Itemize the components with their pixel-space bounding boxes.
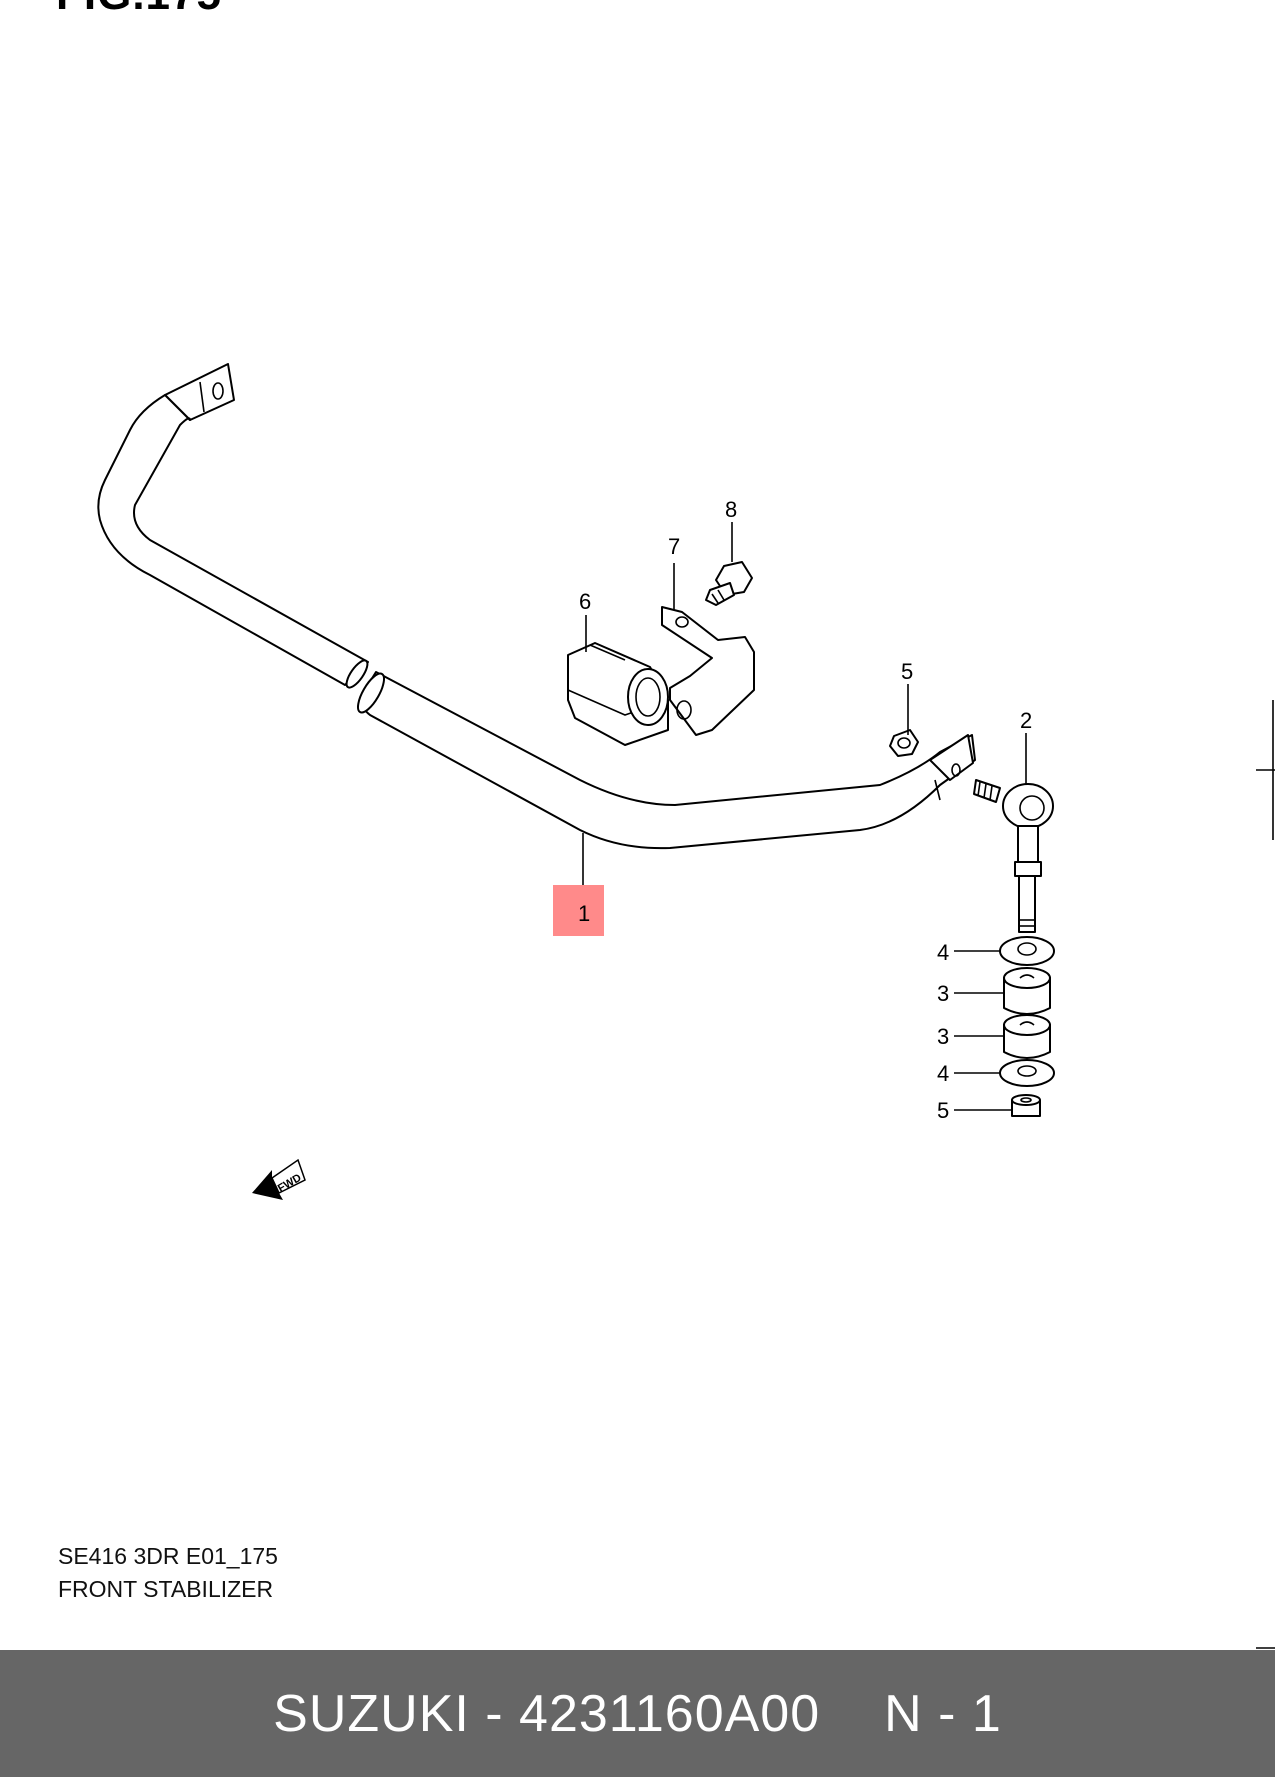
- stabilizer-link[interactable]: [973, 779, 1054, 933]
- callout-4-upper[interactable]: 4: [937, 940, 949, 965]
- stabilizer-bar[interactable]: [97, 363, 976, 850]
- brand-name: SUZUKI: [273, 1684, 470, 1743]
- bar-nut[interactable]: [889, 729, 919, 757]
- callout-7[interactable]: 7: [668, 534, 680, 559]
- clamp-bolt[interactable]: [705, 561, 753, 606]
- callout-4-lower[interactable]: 4: [937, 1061, 949, 1086]
- parts-diagram: 1 2 5 6 7 8 4 3 3 4 5 FWD: [97, 363, 1275, 1649]
- selected-part-highlight[interactable]: [553, 885, 604, 936]
- figure-title: FIG.175: [56, 0, 222, 20]
- link-cushion-lower[interactable]: [1003, 1014, 1051, 1059]
- brand-separator: -: [469, 1684, 520, 1743]
- quantity-label: N - 1: [884, 1684, 1002, 1743]
- part-number-footer: SUZUKI - 4231160A00 N - 1: [0, 1650, 1275, 1777]
- callout-8[interactable]: 8: [725, 497, 737, 522]
- forward-arrow-icon: FWD: [252, 1158, 306, 1200]
- callout-5-top[interactable]: 5: [901, 659, 913, 684]
- callout-2[interactable]: 2: [1020, 708, 1032, 733]
- link-washer-upper[interactable]: [999, 936, 1055, 966]
- link-cushion-upper[interactable]: [1003, 967, 1051, 1015]
- callout-6[interactable]: 6: [579, 589, 591, 614]
- stabilizer-clamp[interactable]: [661, 606, 755, 736]
- diagram-name: FRONT STABILIZER: [58, 1576, 274, 1602]
- callout-3-lower[interactable]: 3: [937, 1024, 949, 1049]
- diagram-code: SE416 3DR E01_175: [58, 1543, 278, 1569]
- link-nut[interactable]: [1011, 1094, 1041, 1117]
- leader-lines: [582, 522, 1027, 1111]
- link-washer-lower[interactable]: [999, 1059, 1055, 1087]
- callout-3-upper[interactable]: 3: [937, 981, 949, 1006]
- part-number[interactable]: 4231160A00: [519, 1684, 821, 1743]
- stabilizer-bushing[interactable]: [567, 642, 669, 746]
- callout-5-lower[interactable]: 5: [937, 1098, 949, 1123]
- callout-1[interactable]: 1: [578, 901, 590, 926]
